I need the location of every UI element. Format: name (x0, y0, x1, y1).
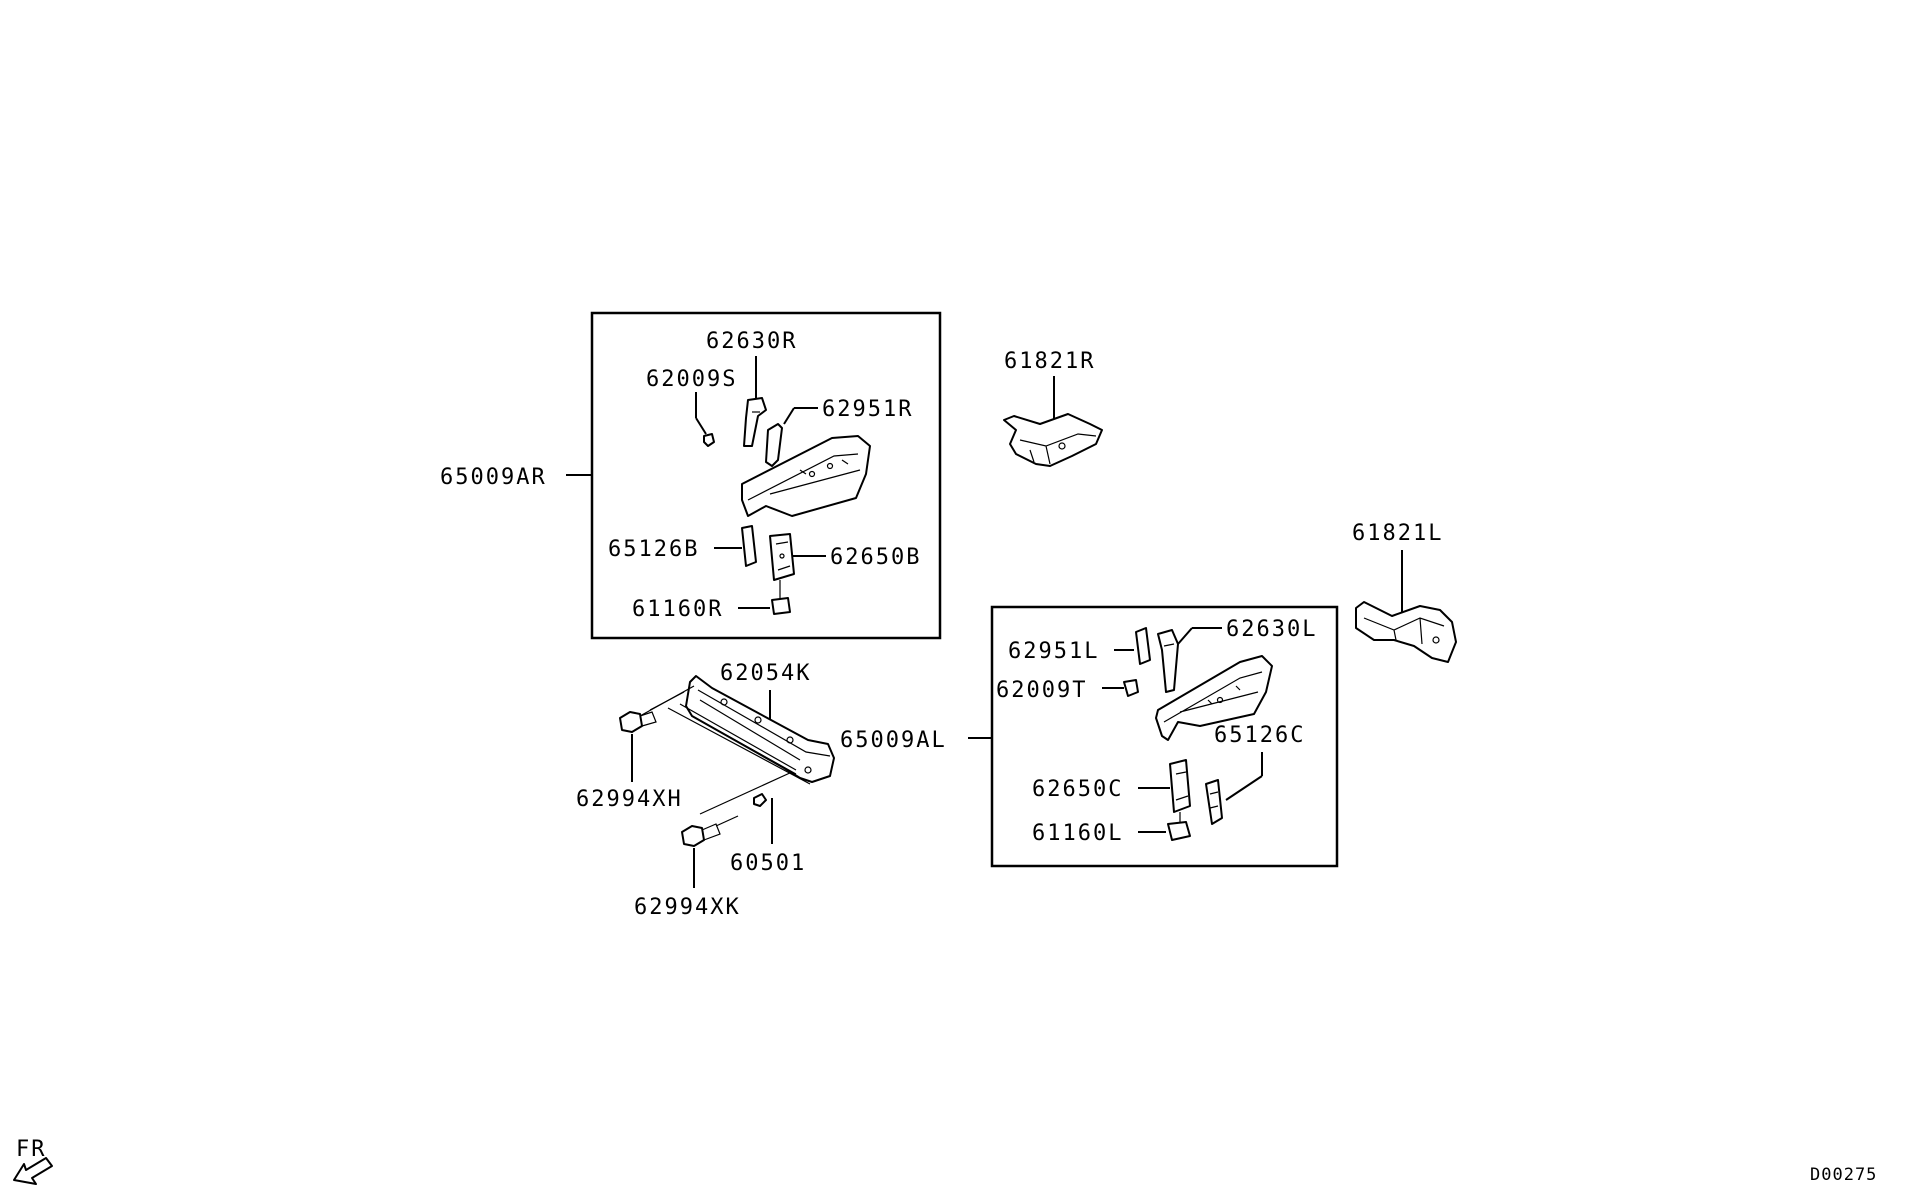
label-60501[interactable]: 60501 (730, 851, 806, 876)
part-62951R[interactable]: 62951R (765, 397, 913, 467)
label-62650B[interactable]: 62650B (830, 545, 921, 570)
part-61821R[interactable]: 61821R (1003, 349, 1103, 467)
label-61821R[interactable]: 61821R (1004, 349, 1095, 374)
label-61160R[interactable]: 61160R (632, 597, 723, 622)
part-61160L[interactable]: 61160L (1032, 812, 1191, 846)
group-box-65009AL: 65009AL (840, 605, 1339, 868)
part-61821L[interactable]: 61821L (1352, 521, 1457, 663)
front-arrow-icon (13, 1157, 53, 1185)
diagram-code: D00275 (1810, 1165, 1877, 1185)
label-62630L[interactable]: 62630L (1226, 617, 1317, 642)
part-front-side-member-right (741, 435, 871, 517)
part-62650B[interactable]: 62650B (769, 533, 921, 581)
part-61160R[interactable]: 61160R (632, 580, 791, 622)
label-61160L[interactable]: 61160L (1032, 821, 1123, 846)
label-62009T[interactable]: 62009T (996, 678, 1087, 703)
front-direction-indicator: FR (13, 1137, 53, 1185)
label-62630R[interactable]: 62630R (706, 329, 797, 354)
label-62994XK[interactable]: 62994XK (634, 895, 741, 920)
front-direction-label: FR (16, 1137, 47, 1162)
part-65126B[interactable]: 65126B (608, 525, 757, 567)
part-62054K[interactable]: 62054K (667, 661, 835, 785)
part-60501[interactable]: 60501 (699, 771, 806, 876)
label-62009S[interactable]: 62009S (646, 367, 737, 392)
label-62994XH[interactable]: 62994XH (576, 787, 683, 812)
part-62994XH[interactable]: 62994XH (576, 685, 695, 812)
group-box-65009AR: 65009AR (440, 311, 942, 640)
group-label-65009AL[interactable]: 65009AL (840, 728, 947, 753)
label-62951L[interactable]: 62951L (1008, 639, 1099, 664)
part-62650C[interactable]: 62650C (1032, 759, 1191, 813)
label-65126C[interactable]: 65126C (1214, 723, 1305, 748)
part-62630R[interactable]: 62630R (706, 329, 797, 447)
label-62650C[interactable]: 62650C (1032, 777, 1123, 802)
part-62009T[interactable]: 62009T (996, 678, 1139, 703)
part-front-side-member-left (1155, 655, 1273, 741)
part-62009S[interactable]: 62009S (646, 367, 737, 447)
label-65126B[interactable]: 65126B (608, 537, 699, 562)
part-62994XK[interactable]: 62994XK (634, 815, 741, 920)
label-62054K[interactable]: 62054K (720, 661, 811, 686)
label-62951R[interactable]: 62951R (822, 397, 913, 422)
part-62951L[interactable]: 62951L (1008, 627, 1151, 665)
part-62630L[interactable]: 62630L (1157, 617, 1317, 693)
label-61821L[interactable]: 61821L (1352, 521, 1443, 546)
group-label-65009AR[interactable]: 65009AR (440, 465, 547, 490)
part-65126C[interactable]: 65126C (1205, 723, 1305, 825)
